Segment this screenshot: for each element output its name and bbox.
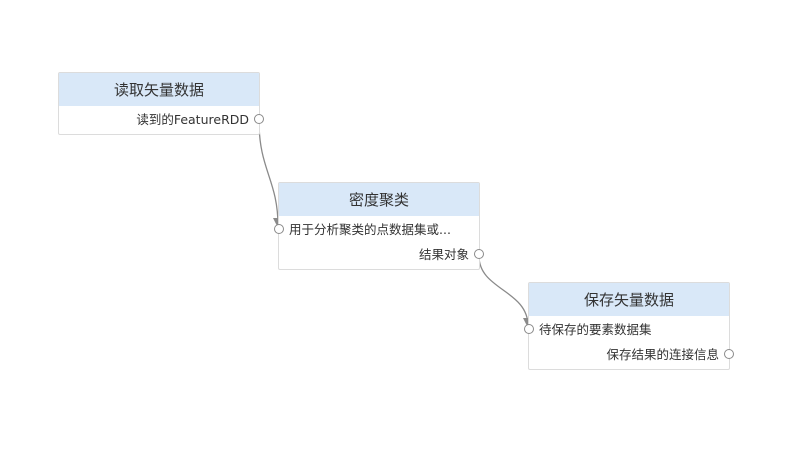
edge-read-to-cluster[interactable] — [258, 120, 283, 228]
output-port-label: 结果对象 — [418, 247, 469, 262]
input-port-label: 待保存的要素数据集 — [539, 322, 652, 337]
output-port-icon[interactable] — [724, 348, 734, 359]
output-port-row: 保存结果的连接信息 — [529, 341, 734, 366]
input-port-icon[interactable] — [274, 223, 284, 234]
output-port-row: 结果对象 — [279, 241, 484, 266]
input-port-row: 用于分析聚类的点数据集或... — [274, 216, 479, 241]
node-density-cluster[interactable]: 密度聚类 用于分析聚类的点数据集或... 结果对象 — [274, 182, 484, 270]
node-save-vector[interactable]: 保存矢量数据 待保存的要素数据集 保存结果的连接信息 — [524, 282, 734, 370]
node-title: 读取矢量数据 — [59, 73, 259, 106]
input-port-row: 待保存的要素数据集 — [524, 316, 729, 341]
output-port-label: 读到的FeatureRDD — [136, 112, 249, 127]
output-port-label: 保存结果的连接信息 — [606, 347, 719, 362]
input-port-label: 用于分析聚类的点数据集或... — [289, 222, 451, 237]
node-title: 密度聚类 — [279, 183, 479, 216]
node-read-vector[interactable]: 读取矢量数据 读到的FeatureRDD — [58, 72, 264, 135]
node-title: 保存矢量数据 — [529, 283, 729, 316]
edge-cluster-to-save[interactable] — [478, 255, 533, 328]
output-port-icon[interactable] — [254, 113, 264, 124]
output-port-row: 读到的FeatureRDD — [59, 106, 264, 131]
input-port-icon[interactable] — [524, 323, 534, 334]
output-port-icon[interactable] — [474, 248, 484, 259]
